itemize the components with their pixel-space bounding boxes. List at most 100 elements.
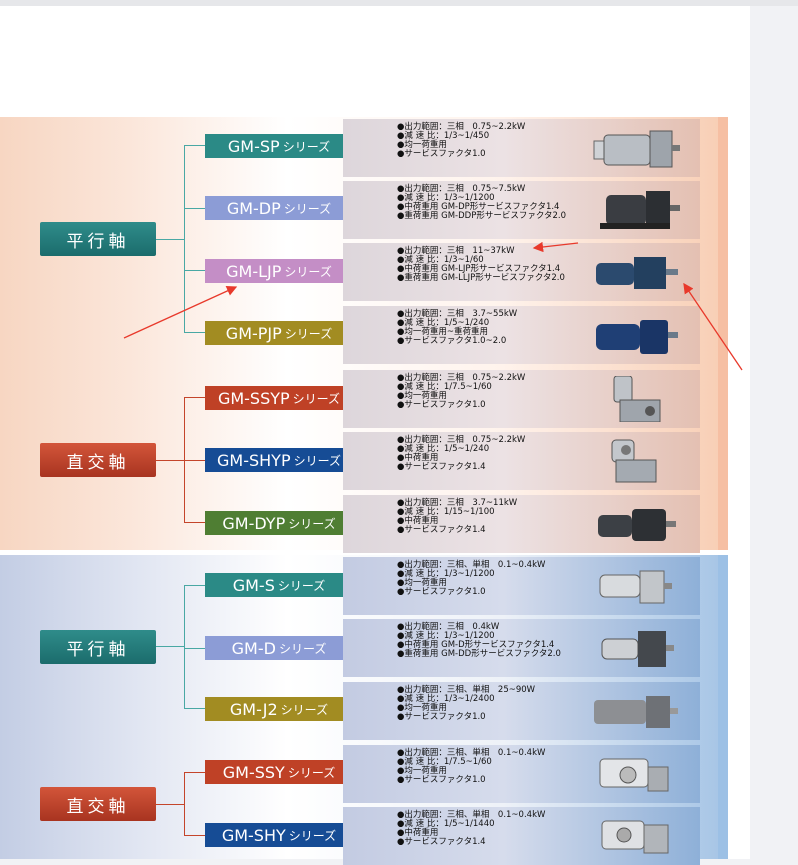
spec-line: ●均一荷重用~重荷重用 xyxy=(397,327,489,337)
spec-line: ●中荷重用 xyxy=(397,516,439,526)
spec-line: ●サービスファクタ1.0 xyxy=(397,775,486,785)
connector xyxy=(184,648,205,649)
spec-panel-gm-s: ●出力範囲：三相、単相 0.1~0.4kW●減 速 比：1/3~1/1200●均… xyxy=(343,557,700,615)
series-suffix: シリーズ xyxy=(284,264,332,279)
spec-line: ●出力範囲：三相 3.7~11kW xyxy=(397,498,518,508)
spec-line: ●均一荷重用 xyxy=(397,703,447,713)
spec-line: ●減 速 比：1/3~1/1200 xyxy=(397,193,495,203)
spec-line: ●中荷重用 GM-LJP形サービスファクタ1.4 xyxy=(397,264,561,274)
spec-panel-gm-d: ●出力範囲：三相 0.4kW●減 速 比：1/3~1/1200●中荷重用 GM-… xyxy=(343,619,700,677)
series-name: GM-DYP xyxy=(222,513,286,533)
cool-band-edge xyxy=(718,555,728,859)
gear-motor-image xyxy=(596,257,678,289)
spec-line: ●中荷重用 GM-D形サービスファクタ1.4 xyxy=(397,640,555,650)
spec-line: ●中荷重用 xyxy=(397,453,439,463)
series-suffix: シリーズ xyxy=(288,828,337,843)
connector xyxy=(184,145,205,146)
series-name: GM-SHY xyxy=(221,825,286,845)
spec-line: ●サービスファクタ1.0 xyxy=(397,149,486,159)
series-suffix: シリーズ xyxy=(293,453,341,468)
connector xyxy=(184,522,205,523)
spec-panel-gm-pjp: ●出力範囲：三相 3.7~55kW●減 速 比：1/5~1/240●均一荷重用~… xyxy=(343,306,700,364)
connector xyxy=(184,835,205,836)
connector xyxy=(184,585,205,586)
category-parallel-shaft: 平行軸 xyxy=(40,630,156,664)
spec-line: ●サービスファクタ1.4 xyxy=(397,525,486,535)
spec-line: ●サービスファクタ1.4 xyxy=(397,837,486,847)
gear-motor-image xyxy=(599,570,672,604)
spec-line: ●出力範囲：三相、単相 0.1~0.4kW xyxy=(397,560,546,570)
spec-line: ●減 速 比：1/15~1/100 xyxy=(397,507,495,517)
spec-line: ●重荷重用 GM-DDP形サービスファクタ2.0 xyxy=(397,211,567,221)
spec-line: ●サービスファクタ1.0 xyxy=(397,587,486,597)
connector xyxy=(184,270,205,271)
series-suffix: シリーズ xyxy=(288,516,336,531)
series-name: GM-S xyxy=(232,575,275,595)
arrow-to-ljp-output xyxy=(532,241,579,253)
gear-motor-image xyxy=(601,820,669,854)
series-suffix: シリーズ xyxy=(292,391,341,406)
top-strip xyxy=(0,0,798,6)
series-name: GM-LJP xyxy=(226,261,282,281)
spec-line: ●出力範囲：三相 3.7~55kW xyxy=(397,309,518,319)
connector xyxy=(184,145,185,333)
gear-motor-image xyxy=(598,509,676,541)
warm-band-edge xyxy=(718,117,728,550)
connector xyxy=(184,708,205,709)
series-name: GM-PJP xyxy=(225,323,282,343)
gear-motor-image xyxy=(611,439,657,483)
spec-line: ●出力範囲：三相 11~37kW xyxy=(397,246,515,256)
spec-line: ●均一荷重用 xyxy=(397,391,447,401)
connector xyxy=(184,397,205,398)
spec-line: ●出力範囲：三相 0.75~2.2kW xyxy=(397,373,526,383)
spec-line: ●サービスファクタ1.4 xyxy=(397,462,486,472)
connector xyxy=(156,804,185,805)
connector xyxy=(184,772,185,836)
series-name: GM-J2 xyxy=(229,699,278,719)
spec-panel-gm-dyp: ●出力範囲：三相 3.7~11kW●減 速 比：1/15~1/100●中荷重用●… xyxy=(343,495,700,553)
gear-motor-image xyxy=(601,631,674,667)
series-suffix: シリーズ xyxy=(278,641,327,656)
spec-panel-gm-ssy: ●出力範囲：三相、単相 0.1~0.4kW●減 速 比：1/7.5~1/60●均… xyxy=(343,745,700,803)
spec-line: ●出力範囲：三相 0.75~7.5kW xyxy=(397,184,526,194)
connector xyxy=(156,460,185,461)
spec-line: ●減 速 比：1/5~1/1440 xyxy=(397,819,495,829)
spec-line: ●サービスファクタ1.0 xyxy=(397,712,486,722)
series-suffix: シリーズ xyxy=(280,702,329,717)
spec-line: ●均一荷重用 xyxy=(397,578,447,588)
spec-line: ●重荷重用 GM-LLJP形サービスファクタ2.0 xyxy=(397,273,565,283)
spec-panel-gm-shyp: ●出力範囲：三相 0.75~2.2kW●減 速 比：1/5~1/240●中荷重用… xyxy=(343,432,700,490)
connector xyxy=(156,646,185,647)
spec-line: ●中荷重用 xyxy=(397,828,439,838)
spec-line: ●サービスファクタ1.0~2.0 xyxy=(397,336,507,346)
connector xyxy=(184,772,205,773)
spec-panel-gm-dp: ●出力範囲：三相 0.75~7.5kW●減 速 比：1/3~1/1200●中荷重… xyxy=(343,181,700,239)
spec-line: ●減 速 比：1/3~1/60 xyxy=(397,255,484,265)
spec-panel-gm-sp: ●出力範囲：三相 0.75~2.2kW●減 速 比：1/3~1/450●均一荷重… xyxy=(343,119,700,177)
arrow-to-gm-ljp xyxy=(123,286,238,339)
series-suffix: シリーズ xyxy=(283,201,332,216)
gear-motor-image xyxy=(593,130,680,168)
spec-line: ●均一荷重用 xyxy=(397,766,447,776)
spec-line: ●減 速 比：1/3~1/1200 xyxy=(397,631,495,641)
spec-line: ●中荷重用 GM-DP形サービスファクタ1.4 xyxy=(397,202,560,212)
connector xyxy=(184,332,205,333)
spec-line: ●減 速 比：1/5~1/240 xyxy=(397,444,490,454)
category-orthogonal-shaft: 直交軸 xyxy=(40,787,156,821)
spec-panel-gm-ssyp: ●出力範囲：三相 0.75~2.2kW●減 速 比：1/7.5~1/60●均一荷… xyxy=(343,370,700,428)
category-parallel-shaft: 平行軸 xyxy=(40,222,156,256)
category-orthogonal-shaft: 直交軸 xyxy=(40,443,156,477)
